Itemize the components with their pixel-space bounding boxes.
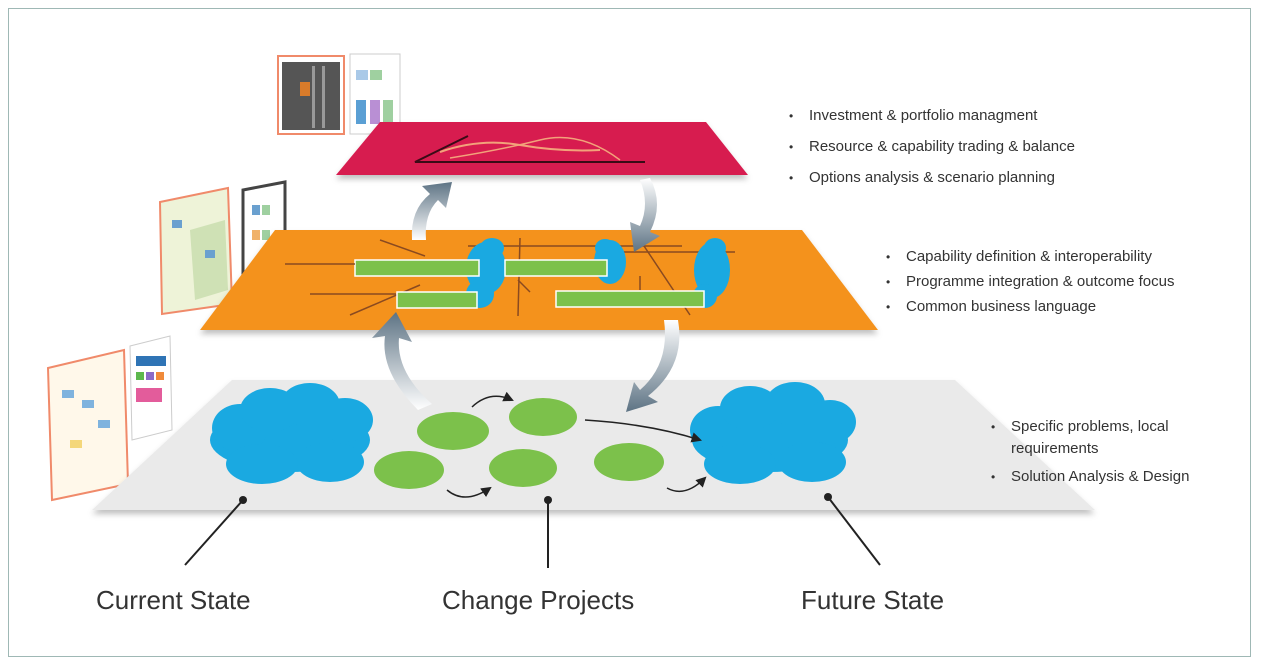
bullet-item: Programme integration & outcome focus (886, 271, 1246, 293)
middle-layer-clouds (466, 238, 730, 308)
future-state-cloud (690, 382, 856, 484)
arrow-middle-to-future (626, 320, 680, 412)
thumbnail-top-left (277, 55, 345, 135)
middle-layer-gridlines-front (285, 263, 641, 295)
project-ellipse (489, 449, 557, 487)
thumbnail-bottom-right (129, 335, 173, 441)
current-state-cloud (210, 383, 373, 484)
bullet-item: Investment & portfolio managment (789, 105, 1189, 127)
flow-arrow (666, 476, 707, 493)
bottom-layer-bullets: Specific problems, local requirements So… (991, 416, 1241, 494)
arrow-middle-to-top (411, 182, 452, 240)
future-state-pointer-dot (824, 493, 832, 501)
future-state-label: Future State (801, 585, 945, 615)
flow-arrow (584, 419, 703, 443)
diagram-frame (8, 8, 1251, 657)
bullet-item: Capability definition & interoperability (886, 246, 1246, 268)
flow-arrow (471, 391, 514, 408)
current-state-label: Current State (96, 585, 251, 615)
top-layer-bullets: Investment & portfolio managment Resourc… (789, 105, 1189, 198)
project-ellipse (374, 451, 444, 489)
change-projects-pointer-dot (544, 496, 552, 504)
top-layer-chart (414, 135, 645, 163)
change-projects-label: Change Projects (442, 585, 635, 615)
middle-layer-bars (354, 259, 705, 309)
arrow-current-to-middle (372, 312, 432, 410)
bullet-item: Common business language (886, 296, 1246, 318)
thumbnail-top-right (349, 53, 401, 135)
flow-arrow (446, 486, 492, 498)
project-ellipse (594, 443, 664, 481)
current-state-pointer-dot (239, 496, 247, 504)
middle-layer-bullets: Capability definition & interoperability… (886, 246, 1246, 321)
bullet-item: Specific problems, local requirements (991, 416, 1241, 460)
bullet-item: Resource & capability trading & balance (789, 136, 1189, 158)
bullet-item: Options analysis & scenario planning (789, 167, 1189, 189)
thumbnail-mid-left (158, 186, 234, 316)
project-ellipse (509, 398, 577, 436)
arrow-top-to-middle (630, 178, 660, 252)
middle-layer-plane (200, 230, 878, 330)
label-pointers (184, 496, 881, 568)
project-ellipse (417, 412, 489, 450)
thumbnail-bottom-left (46, 348, 130, 502)
bullet-item: Solution Analysis & Design (991, 466, 1241, 488)
